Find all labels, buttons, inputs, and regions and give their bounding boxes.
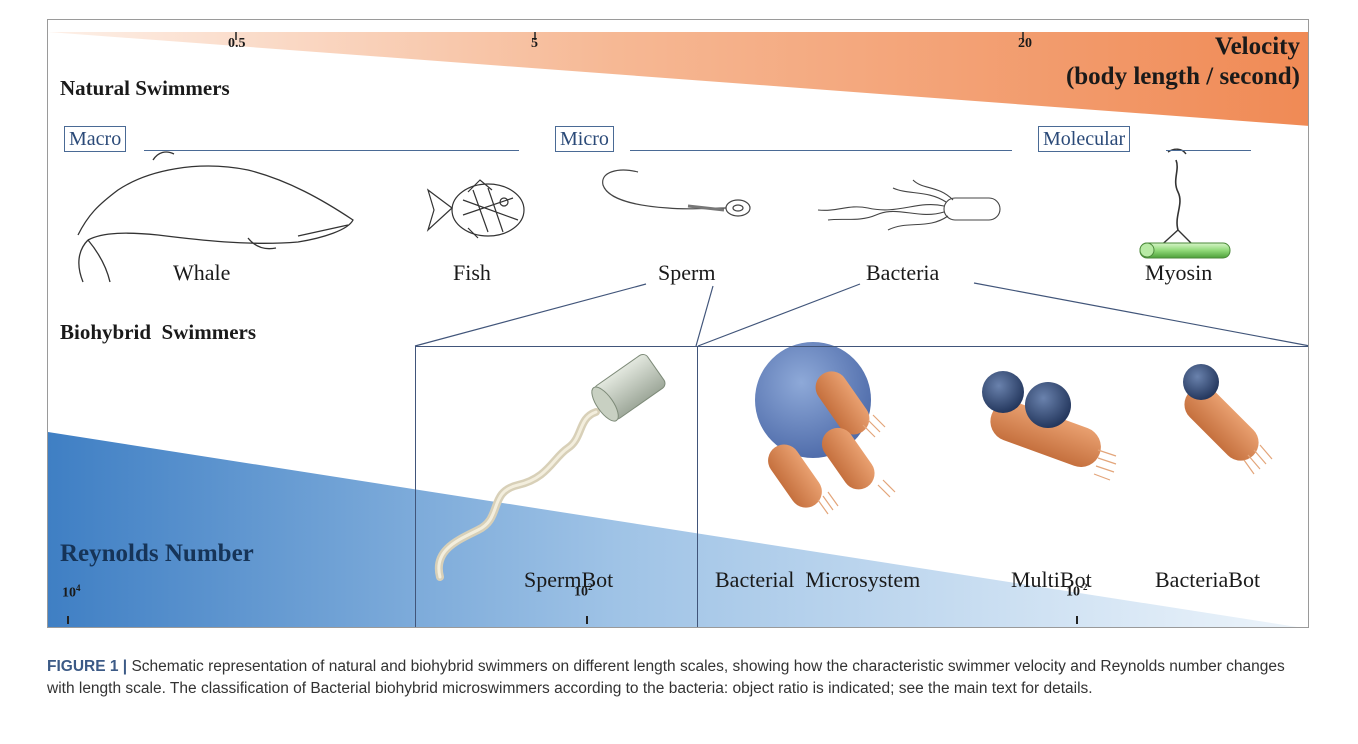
bacteria-illustration bbox=[818, 180, 1000, 230]
caption-text: Schematic representation of natural and … bbox=[47, 658, 1285, 697]
sperm-illustration bbox=[603, 170, 750, 216]
reynolds-tick-label: 102 bbox=[574, 582, 593, 601]
figure-caption: FIGURE 1 | Schematic representation of n… bbox=[47, 656, 1312, 700]
velocity-axis-title: Velocity (body length / second) bbox=[1000, 32, 1300, 92]
figure-panel: 0.5 5 20 Velocity (body length / second)… bbox=[47, 19, 1309, 628]
biohybrid-label-bacterial-microsystem: Bacterial Microsystem bbox=[715, 567, 920, 593]
scale-divider-line bbox=[1166, 150, 1251, 151]
organism-label-fish: Fish bbox=[453, 260, 491, 286]
reynolds-tick-label: 10-2 bbox=[1066, 582, 1088, 601]
caption-label: FIGURE 1 | bbox=[47, 658, 127, 675]
biohybrid-label-spermbot: SpermBot bbox=[524, 567, 613, 593]
myosin-illustration bbox=[1140, 149, 1230, 258]
reynolds-tick-label: 104 bbox=[62, 583, 81, 602]
velocity-tick-label: 0.5 bbox=[228, 36, 246, 52]
fish-illustration bbox=[428, 180, 524, 238]
scale-label-macro: Macro bbox=[64, 126, 126, 152]
velocity-title-line2: (body length / second) bbox=[1000, 62, 1300, 92]
velocity-tick-label: 5 bbox=[531, 36, 538, 52]
biohybrid-swimmers-heading: Biohybrid Swimmers bbox=[60, 320, 256, 345]
scale-label-molecular: Molecular bbox=[1038, 126, 1130, 152]
biohybrid-label-bacteriabot: BacteriaBot bbox=[1155, 567, 1260, 593]
organism-label-sperm: Sperm bbox=[658, 260, 715, 286]
scale-divider-line bbox=[630, 150, 1012, 151]
scale-divider-line bbox=[144, 150, 519, 151]
velocity-title-line1: Velocity bbox=[1000, 32, 1300, 62]
reynolds-axis-title: Reynolds Number bbox=[60, 540, 254, 568]
organism-label-whale: Whale bbox=[173, 260, 230, 286]
organism-label-myosin: Myosin bbox=[1145, 260, 1212, 286]
organism-label-bacteria: Bacteria bbox=[866, 260, 939, 286]
scale-label-micro: Micro bbox=[555, 126, 614, 152]
natural-swimmers-heading: Natural Swimmers bbox=[60, 76, 230, 101]
